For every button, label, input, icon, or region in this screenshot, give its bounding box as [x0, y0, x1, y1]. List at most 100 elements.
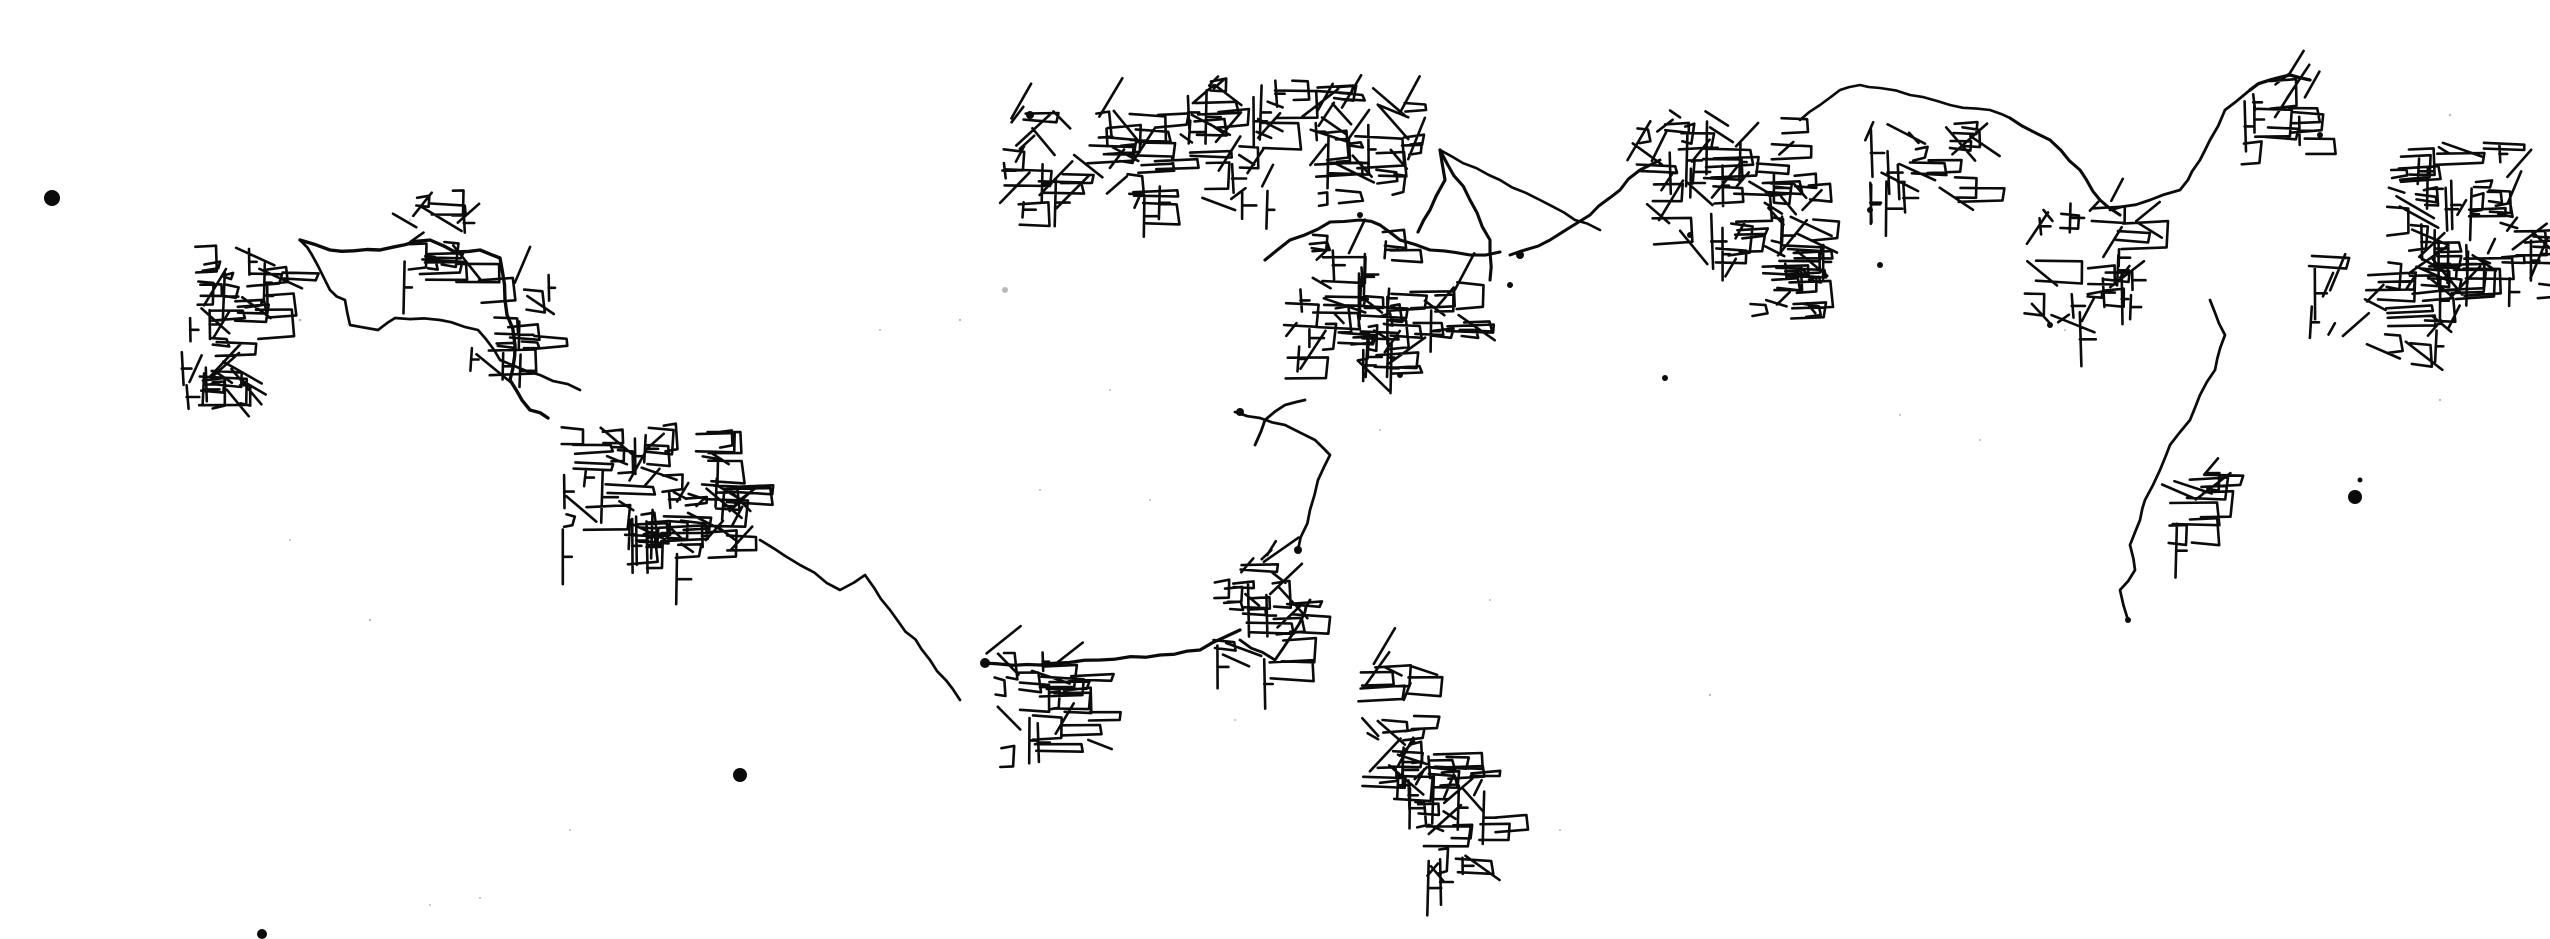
hatch-strokes [2240, 49, 2337, 166]
trail-line [1438, 148, 1602, 232]
hatch-strokes [2385, 141, 2533, 307]
hatch-cluster [2420, 216, 2550, 308]
trail-line [1253, 398, 1307, 447]
smudge-dot [1899, 414, 1901, 416]
smudge-dot [1002, 287, 1008, 293]
hatch-cluster [1212, 536, 1332, 710]
hatch-cluster [391, 189, 501, 315]
smudge-dot [1149, 499, 1151, 501]
hatch-strokes [1724, 215, 1839, 320]
hatch-strokes [2023, 177, 2170, 368]
trail-line [1508, 158, 1662, 257]
ink-dot [2125, 617, 2131, 623]
hatch-strokes [998, 77, 1200, 238]
ink-dot [2357, 477, 2363, 483]
ink-dot [1397, 372, 1403, 378]
smudge-dot [368, 618, 372, 622]
smudge-dot [569, 829, 571, 831]
hatch-cluster [634, 484, 775, 606]
smudge-dot [2064, 329, 2066, 331]
hatch-cluster [1309, 74, 1428, 197]
ink-hatch-clusters [180, 49, 2550, 917]
hatch-strokes [560, 422, 750, 586]
ink-dot [2348, 490, 2362, 504]
hatch-cluster [560, 422, 750, 586]
hatch-strokes [1357, 627, 1450, 825]
ink-dot [980, 658, 990, 668]
trail-line [758, 538, 962, 702]
ink-dot [1026, 111, 1034, 119]
smudge-dot [298, 318, 302, 322]
smudge-dot [1379, 429, 1381, 431]
hatch-strokes [985, 624, 1122, 769]
smudge-dot [479, 897, 481, 899]
hatch-strokes [188, 244, 320, 343]
ink-dot [1507, 282, 1513, 288]
hatch-cluster [998, 77, 1200, 238]
ink-dot [1357, 212, 1363, 218]
smudge-dot [429, 904, 431, 906]
smudge-dot [289, 539, 291, 541]
hatch-strokes [1179, 75, 1376, 230]
trail-line [1233, 410, 1332, 552]
hatch-strokes [1864, 120, 2006, 237]
ink-dot [733, 768, 747, 782]
smudge-dot [879, 329, 881, 331]
smudge-dot [958, 318, 962, 322]
hatch-strokes [180, 310, 267, 418]
hatch-strokes [2307, 231, 2486, 372]
trail-line [2008, 116, 2122, 217]
hatch-cluster [2160, 457, 2245, 579]
ink-dot [1294, 546, 1302, 554]
smudge-dot [1708, 693, 1712, 697]
hatch-strokes [1309, 74, 1428, 197]
ink-dot [257, 929, 267, 939]
hatch-strokes [1389, 736, 1502, 831]
trail-line [983, 628, 1242, 667]
hatch-cluster [180, 310, 267, 418]
hatch-cluster [1389, 736, 1502, 831]
hatch-cluster [1357, 252, 1496, 362]
hatch-cluster [1179, 75, 1376, 230]
hatch-cluster [2240, 49, 2337, 166]
trail-line [2108, 88, 2252, 212]
hatch-cluster [1282, 218, 1427, 395]
ink-dot [1867, 207, 1873, 213]
hatch-cluster [2385, 141, 2533, 307]
hatch-cluster [1724, 215, 1839, 320]
ink-dot [1236, 408, 1244, 416]
smudge-dot [409, 219, 411, 221]
hatch-strokes [1626, 109, 1841, 282]
ink-dot [1516, 251, 1524, 259]
ink-dot [1662, 375, 1668, 381]
smudge-dot [1979, 439, 1981, 441]
hatch-strokes [1357, 252, 1496, 362]
smudge-dot [1489, 599, 1491, 601]
trail-line [2118, 298, 2227, 622]
trail-line [1798, 83, 2012, 122]
trail-line [1238, 598, 1312, 662]
smudge-dot [2438, 398, 2442, 402]
hatch-strokes [634, 484, 775, 606]
hatch-cluster [188, 244, 320, 343]
hatch-strokes [1282, 218, 1427, 395]
hatch-cluster [469, 245, 569, 389]
hatch-strokes [2420, 216, 2550, 308]
hatch-cluster [1422, 778, 1530, 917]
hatch-strokes [1212, 536, 1332, 710]
hatch-cluster [2307, 231, 2486, 372]
smudge-dot [1039, 489, 1041, 491]
hatch-strokes [469, 245, 569, 389]
ink-dot [44, 190, 60, 206]
paper-smudges [289, 113, 2452, 906]
trail-line [1438, 148, 1493, 282]
smudge-dot [1109, 389, 1111, 391]
hatch-cluster [1626, 109, 1841, 282]
hatch-cluster [1357, 627, 1450, 825]
ink-dot [1687, 232, 1693, 238]
ink-dot [1877, 262, 1883, 268]
ink-dot [2047, 322, 2053, 328]
hatch-cluster [1864, 120, 2006, 237]
hatch-strokes [391, 189, 501, 315]
